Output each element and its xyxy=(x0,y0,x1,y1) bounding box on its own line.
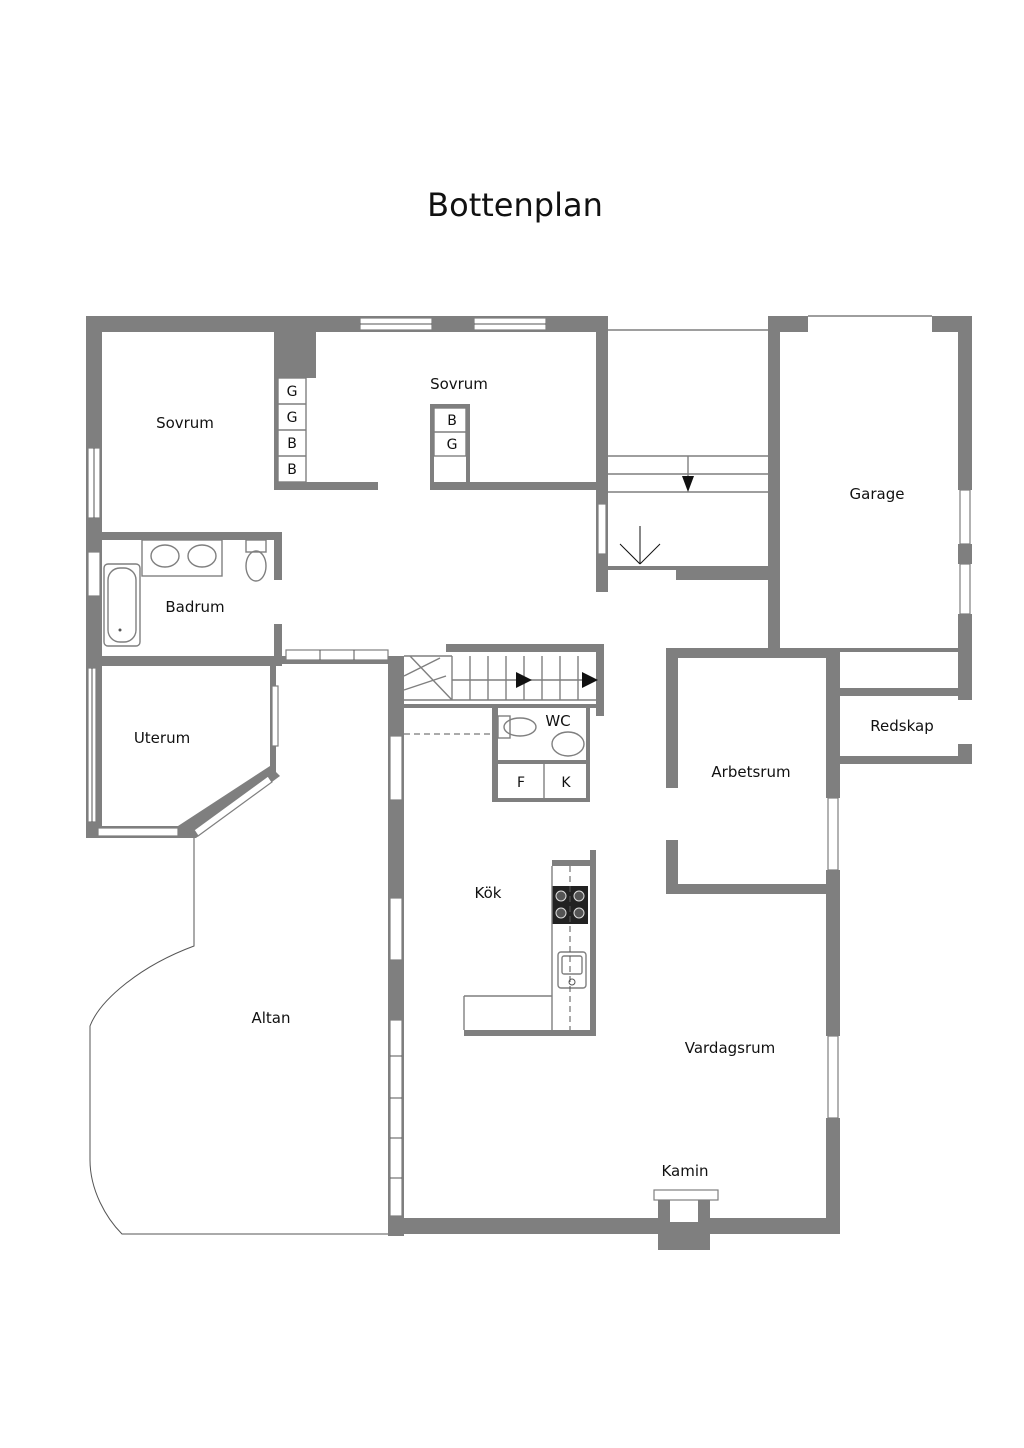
room-label-arbetsrum: Arbetsrum xyxy=(711,763,790,781)
room-label-altan: Altan xyxy=(251,1009,290,1027)
windows xyxy=(87,317,971,1217)
closet-label: B xyxy=(287,436,297,452)
room-label-wc: WC xyxy=(545,712,570,730)
room-label-kamin: Kamin xyxy=(661,1162,708,1180)
room-label-badrum: Badrum xyxy=(165,598,224,616)
closet-label: G xyxy=(287,410,298,426)
room-label-garage: Garage xyxy=(850,485,905,503)
walls xyxy=(86,316,972,1250)
closets-left: G G B B xyxy=(277,377,307,483)
plan-title: Bottenplan xyxy=(427,186,603,224)
fixtures xyxy=(103,539,588,1030)
closet-label: G xyxy=(447,437,458,453)
closet-label: F xyxy=(517,775,525,791)
room-label-sovrum: Sovrum xyxy=(156,414,214,432)
closet-label: K xyxy=(561,775,571,791)
entrance-area xyxy=(608,315,932,690)
room-label-kok: Kök xyxy=(475,884,502,902)
closet-label: B xyxy=(447,413,457,429)
room-label-sovrum: Sovrum xyxy=(430,375,488,393)
closets-wc: F K xyxy=(517,764,571,798)
room-label-redskap: Redskap xyxy=(870,717,933,735)
staircase xyxy=(403,655,598,735)
closets-mid: B G xyxy=(433,407,467,457)
room-label-vardagsrum: Vardagsrum xyxy=(685,1039,776,1057)
room-label-uterum: Uterum xyxy=(134,729,190,747)
room-labels: Sovrum Sovrum Badrum Uterum Altan Kök WC… xyxy=(134,375,934,1180)
closet-label: G xyxy=(287,384,298,400)
altan-outline xyxy=(89,838,388,1235)
closet-label: B xyxy=(287,462,297,478)
